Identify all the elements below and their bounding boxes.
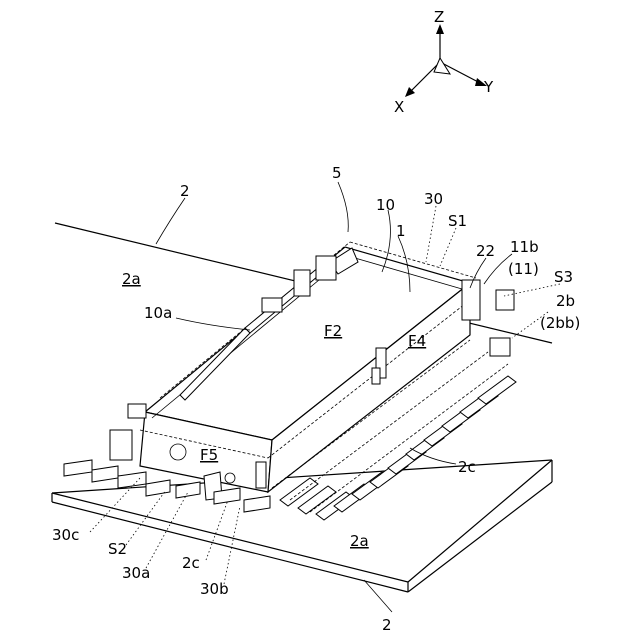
label-22: 22 [476, 242, 495, 260]
label-2c-bottom: 2c [182, 554, 200, 572]
label-2c-right: 2c [458, 458, 476, 476]
label-2a-left: 2a [122, 270, 141, 288]
label-2b: 2b [556, 292, 575, 310]
label-2bb: (2bb) [540, 314, 580, 332]
label-S3: S3 [554, 268, 573, 286]
label-2-bottom: 2 [382, 616, 392, 634]
label-2a-bottom: 2a [350, 532, 369, 550]
label-10a: 10a [144, 304, 172, 322]
label-5: 5 [332, 164, 342, 182]
label-30a: 30a [122, 564, 150, 582]
label-10: 10 [376, 196, 395, 214]
label-F4: F4 [408, 332, 426, 350]
axis-y-label: Y [483, 78, 494, 96]
label-30c: 30c [52, 526, 79, 544]
axis-x-label: X [394, 98, 404, 116]
label-11: (11) [508, 260, 539, 278]
label-2-top: 2 [180, 182, 190, 200]
label-30-top: 30 [424, 190, 443, 208]
axis-triad: Z Y X [394, 8, 494, 116]
label-11b: 11b [510, 238, 539, 256]
label-30b: 30b [200, 580, 229, 598]
label-S2: S2 [108, 540, 127, 558]
label-1: 1 [396, 222, 406, 240]
axis-z-label: Z [434, 8, 444, 26]
label-S1: S1 [448, 212, 467, 230]
label-F2: F2 [324, 322, 342, 340]
label-F5: F5 [200, 446, 218, 464]
